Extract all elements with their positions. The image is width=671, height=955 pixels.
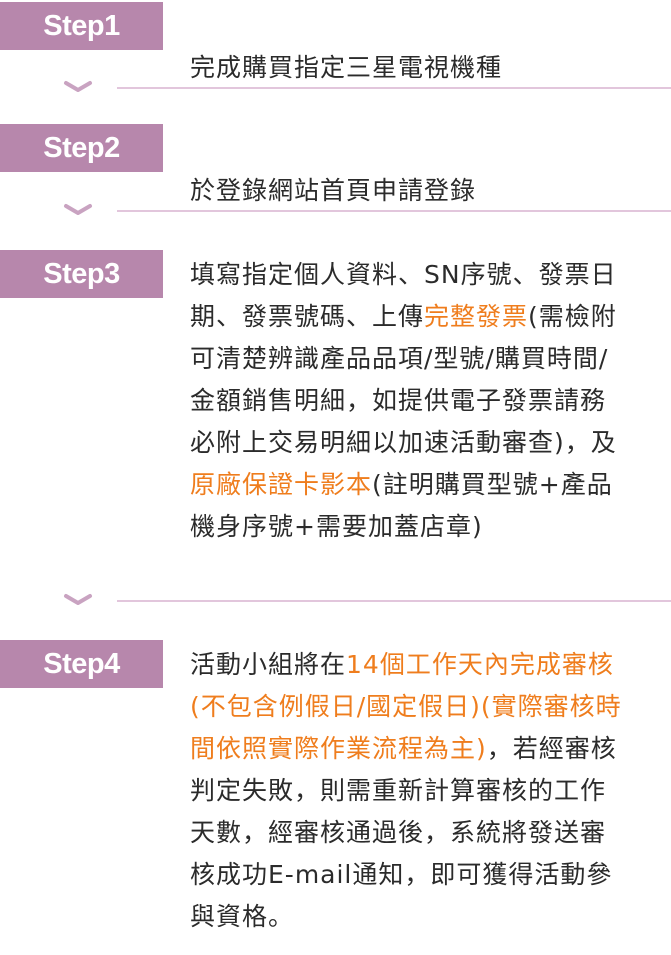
step-separator [0, 200, 671, 224]
step-description: 填寫指定個人資料、SN序號、發票日 期、發票號碼、上傳完整發票(需檢附 可清楚辨… [190, 254, 668, 548]
chevron-down-icon [64, 81, 92, 92]
step-description: 活動小組將在14個工作天內完成審核 (不包含例假日/國定假日)(實際審核時 間依… [190, 644, 668, 938]
highlight-text: 14個工作天內完成審核 (不包含例假日/國定假日)(實際審核時 間依照實際作業流… [190, 650, 622, 763]
step-label: Step3 [0, 250, 163, 298]
step-label: Step1 [0, 2, 163, 50]
separator-line [117, 210, 671, 212]
step-text-segment: (需檢附 可清楚辨識產品品項/型號/購買時間/ 金額銷售明細，如提供電子發票請務… [190, 302, 617, 457]
step-text-segment: 填寫指定個人資料、SN序號、發票日 期、發票號碼、上傳 [190, 260, 617, 331]
step-text-segment: ，若經審核 判定失敗，則需重新計算審核的工作 天數，經審核通過後，系統將發送審 … [190, 734, 617, 931]
step-description: 於登錄網站首頁申請登錄 [190, 128, 668, 212]
step-description: 完成購買指定三星電視機種 [190, 5, 668, 89]
separator-line [117, 600, 671, 602]
highlight-text: 原廠保證卡影本 [190, 470, 373, 499]
step-text-segment: 完成購買指定三星電視機種 [190, 53, 503, 82]
chevron-down-icon [64, 204, 92, 215]
step-label: Step4 [0, 640, 163, 688]
step-separator [0, 590, 671, 614]
step-text-segment: 於登錄網站首頁申請登錄 [190, 176, 477, 205]
step-label: Step2 [0, 124, 163, 172]
step-text-segment: 活動小組將在 [190, 650, 347, 679]
step-text-segment: (註明購買型號+產品 機身序號+需要加蓋店章) [190, 470, 613, 541]
highlight-text: 完整發票 [424, 302, 529, 331]
step-separator [0, 77, 671, 101]
separator-line [117, 87, 671, 89]
chevron-down-icon [64, 594, 92, 605]
